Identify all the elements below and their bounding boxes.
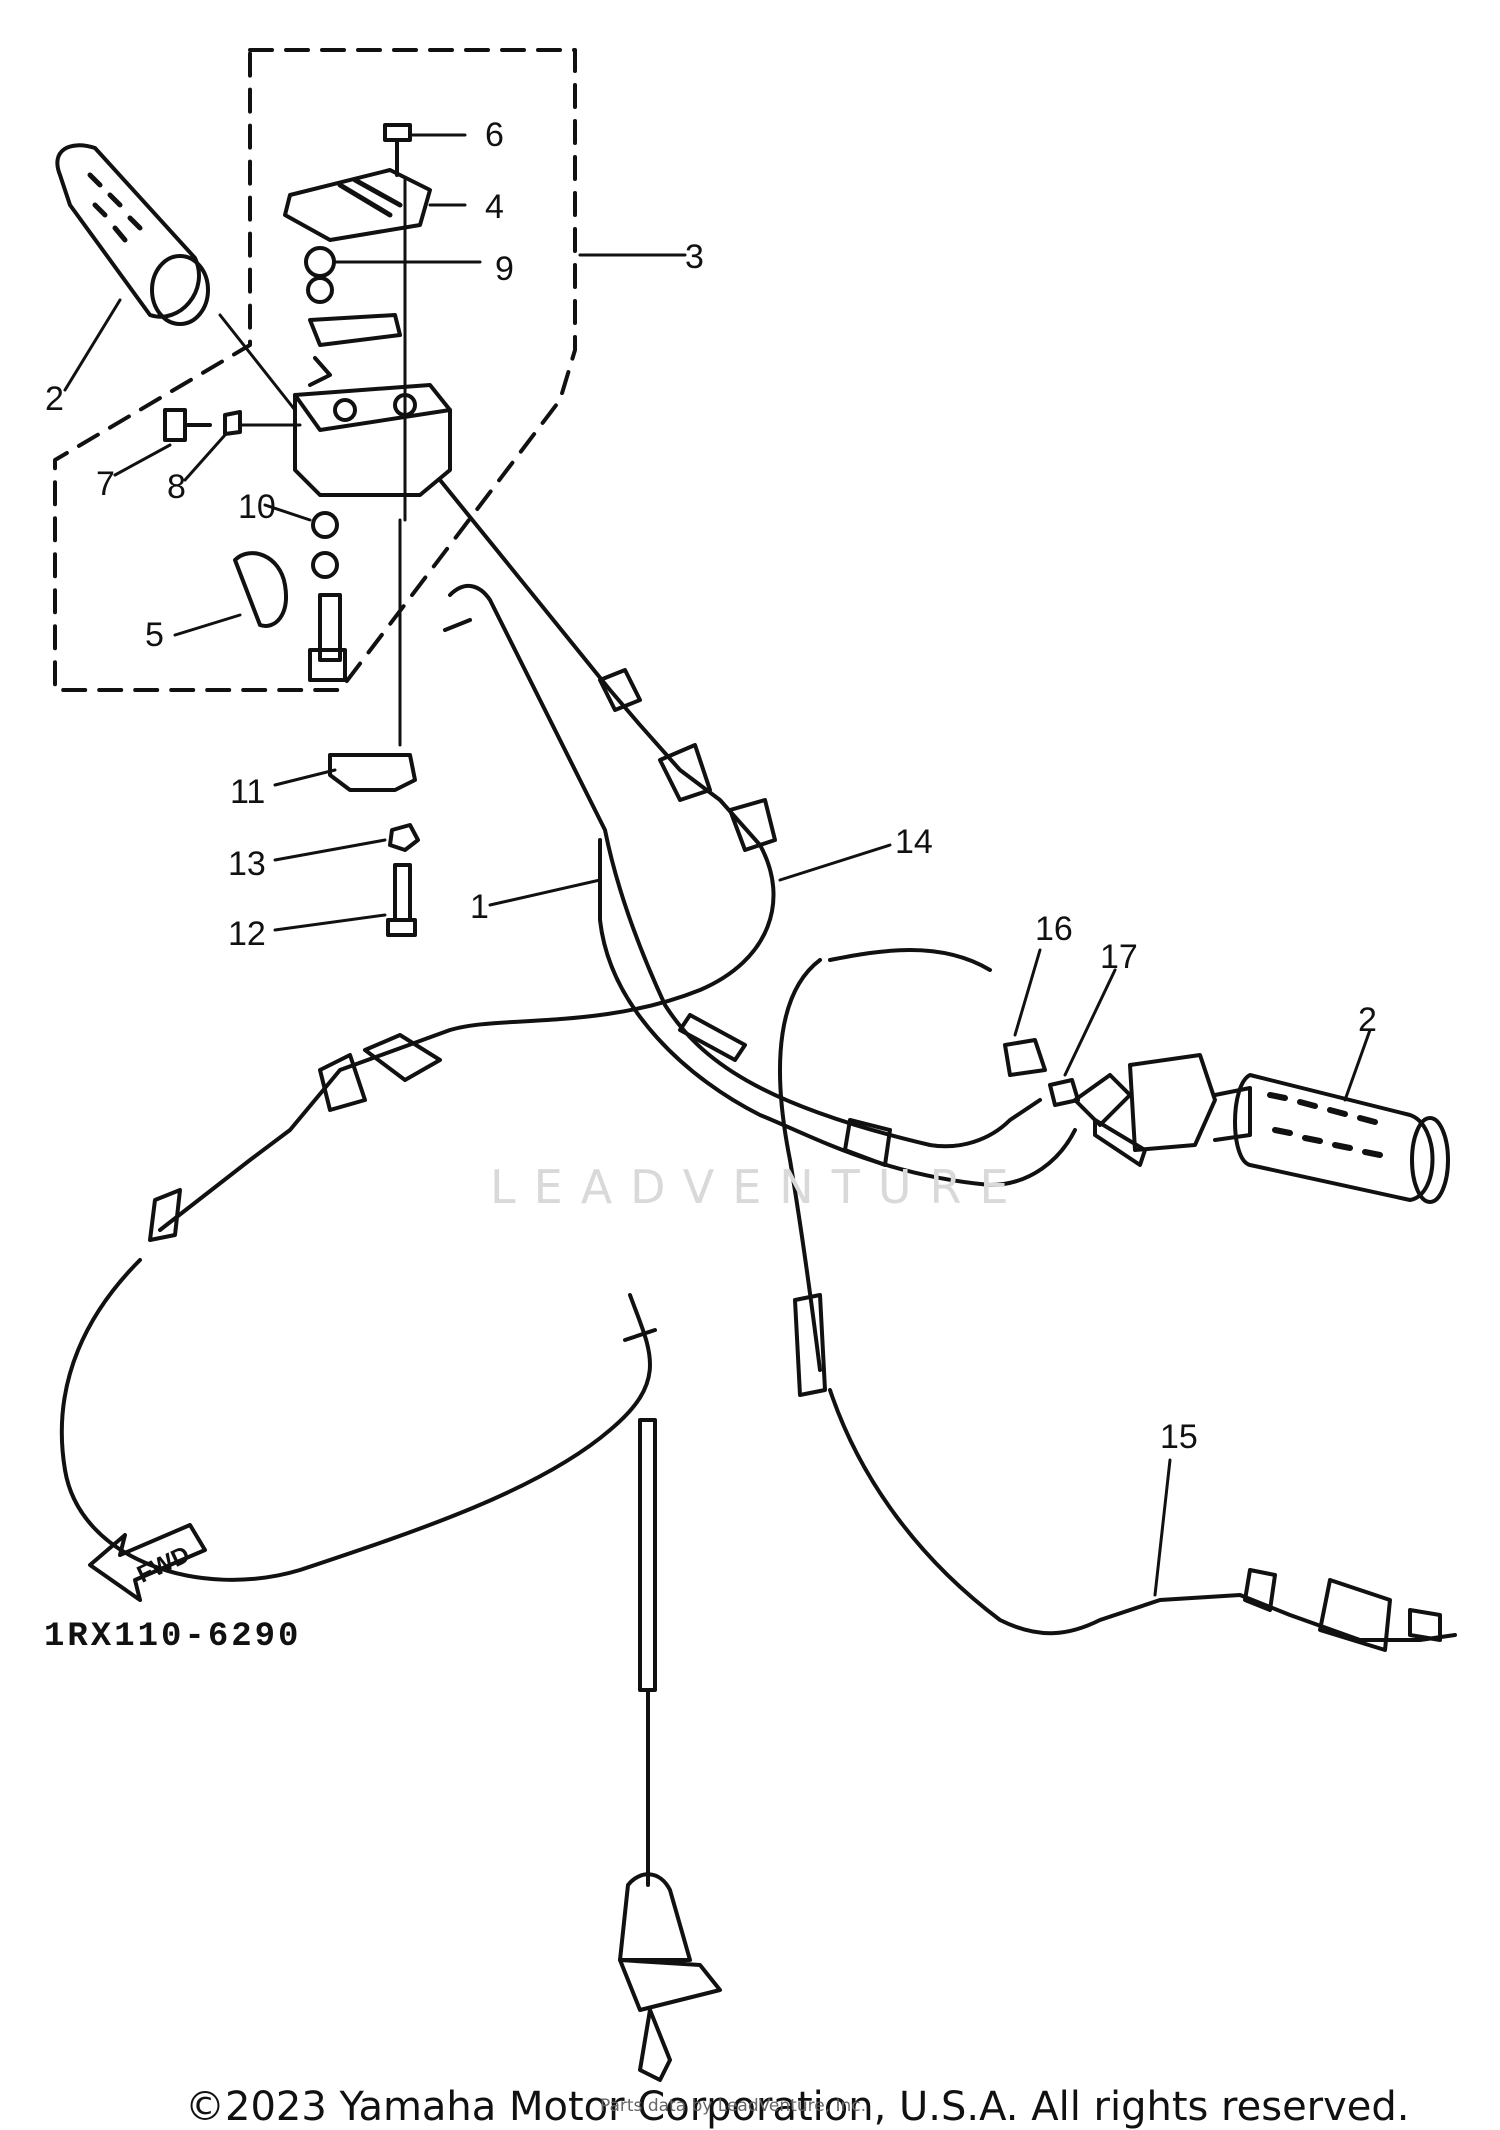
- callout-8: 8: [167, 468, 186, 506]
- screw-6: [383, 123, 412, 177]
- callout-5: 5: [145, 616, 164, 654]
- callout-6: 6: [485, 116, 504, 154]
- pin-8: [223, 410, 242, 436]
- assembly-boundary: [53, 48, 577, 692]
- callout-7: 7: [96, 465, 115, 503]
- callout-17: 17: [1100, 938, 1138, 976]
- callout-12: 12: [228, 915, 266, 953]
- credit-line: Parts data by LeadVenture, Inc.: [600, 2096, 867, 2116]
- throttle-cable: [778, 958, 1457, 1642]
- handlebar: [443, 584, 1077, 1187]
- callout-2-left: 2: [45, 380, 64, 418]
- bolt-7: [163, 408, 212, 442]
- callout-11: 11: [230, 773, 266, 811]
- callout-9: 9: [495, 250, 514, 288]
- watermark: LEADVENTURE: [490, 1160, 1027, 1214]
- nut-13: [388, 823, 420, 852]
- choke-lever-5: [233, 551, 347, 682]
- right-grip: [1128, 1053, 1450, 1204]
- collar-10: [311, 511, 339, 539]
- fwd-arrow: [88, 1523, 207, 1602]
- callout-13: 13: [228, 845, 266, 883]
- washer-9: [304, 246, 336, 278]
- figure-code: 1RX110-6290: [44, 1618, 302, 1656]
- copyright-notice: ©2023 Yamaha Motor Corporation, U.S.A. A…: [185, 2084, 1410, 2130]
- nut-17: [1048, 1078, 1080, 1107]
- adjuster-16: [1003, 1038, 1047, 1077]
- cover-plate: [283, 168, 432, 242]
- fwd-label: FWD: [133, 1541, 194, 1589]
- callout-3: 3: [685, 238, 704, 276]
- callout-10: 10: [238, 488, 276, 526]
- left-grip: [55, 143, 210, 326]
- callout-15: 15: [1160, 1418, 1198, 1456]
- choke-cable: [158, 478, 776, 1232]
- callout-14: 14: [895, 823, 933, 861]
- bracket-11: [328, 753, 417, 792]
- bolt-12: [386, 863, 417, 937]
- callout-4: 4: [485, 188, 504, 226]
- callout-16: 16: [1035, 910, 1073, 948]
- callout-2-right: 2: [1358, 1001, 1377, 1039]
- callout-1: 1: [470, 888, 489, 926]
